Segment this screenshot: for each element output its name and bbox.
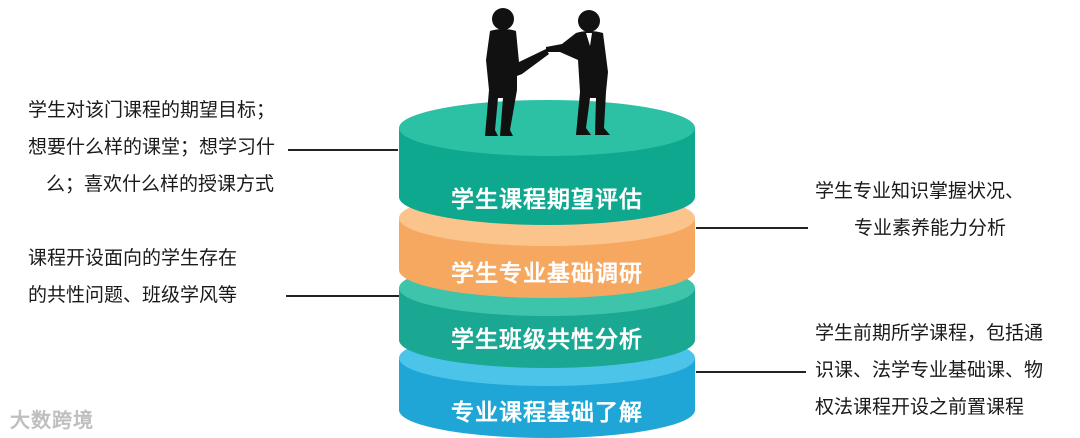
handshake-silhouette-icon	[485, 8, 610, 136]
note-prior-courses: 学生前期所学课程，包括通 识课、法学专业基础课、物 权法课程开设之前置课程	[815, 315, 1043, 426]
note-line: 想要什么样的课堂；想学习什	[28, 136, 276, 158]
note-professional-knowledge: 学生专业知识掌握状况、 专业素养能力分析	[815, 173, 1024, 247]
note-line: 识课、法学专业基础课、物	[815, 359, 1044, 381]
note-line: 么；喜欢什么样的授课方式	[46, 173, 275, 195]
note-line: 学生对该门课程的期望目标；	[28, 99, 276, 121]
connector-line	[286, 295, 399, 297]
layer-1-label: 学生课程期望评估	[451, 187, 643, 213]
layer-1-cylinder	[399, 100, 695, 225]
note-course-expectations: 学生对该门课程的期望目标； 想要什么样的课堂；想学习什 么；喜欢什么样的授课方式	[28, 92, 275, 203]
note-line: 学生前期所学课程，包括通	[815, 322, 1044, 344]
note-line: 学生专业知识掌握状况、	[815, 180, 1025, 202]
note-line: 专业素养能力分析	[854, 217, 1007, 239]
layer-2-label: 学生专业基础调研	[451, 261, 643, 287]
note-line: 的共性问题、班级学风等	[28, 284, 238, 306]
layer-4-label: 专业课程基础了解	[451, 400, 643, 426]
note-class-common-issues: 课程开设面向的学生存在 的共性问题、班级学风等	[28, 240, 237, 314]
note-line: 权法课程开设之前置课程	[815, 396, 1025, 418]
connector-line	[696, 371, 806, 373]
layer-3-label: 学生班级共性分析	[451, 327, 643, 353]
connector-line	[696, 227, 808, 229]
note-line: 课程开设面向的学生存在	[28, 247, 238, 269]
connector-line	[288, 149, 398, 151]
watermark-logo: 大数跨境	[10, 408, 94, 432]
